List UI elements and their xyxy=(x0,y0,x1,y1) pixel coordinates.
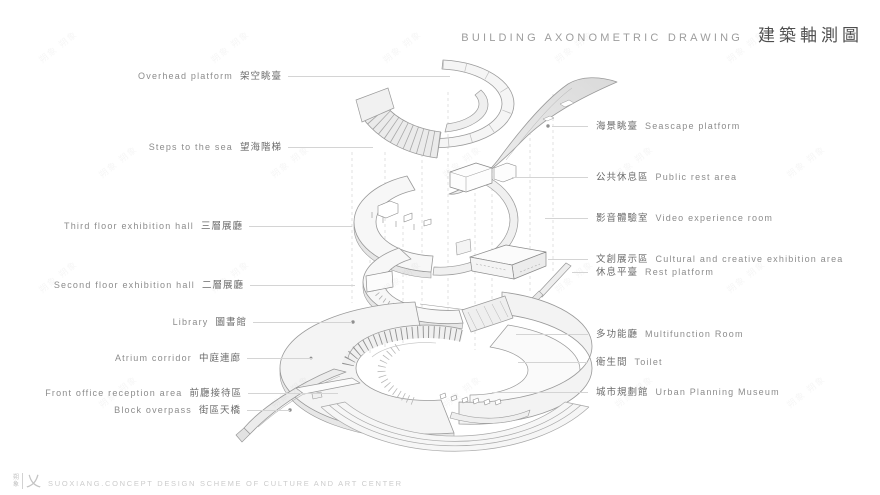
leader-line xyxy=(249,226,352,227)
leader-line xyxy=(250,285,355,286)
leader-line xyxy=(545,218,588,219)
steps-to-the-sea-shape xyxy=(355,87,442,159)
leader-line xyxy=(516,334,588,335)
page-title-en: BUILDING AXONOMETRIC DRAWING xyxy=(461,32,743,44)
leader-line xyxy=(512,177,588,178)
leader-line xyxy=(247,410,290,411)
footer-caption: SUOXIANG.CONCEPT DESIGN SCHEME OF CULTUR… xyxy=(48,479,403,488)
logo-char-top: 朔 xyxy=(13,475,20,481)
leader-line xyxy=(548,259,588,260)
page-title-zh: 建築軸測圖 xyxy=(758,26,863,45)
suoxiang-logo: 朔 象 乂 xyxy=(13,473,41,489)
page-title: BUILDING AXONOMETRIC DRAWING 建築軸測圖 xyxy=(461,21,863,46)
logo-char-bottom: 象 xyxy=(13,482,20,488)
leader-line xyxy=(288,76,450,77)
leader-line xyxy=(253,322,352,323)
leader-line xyxy=(552,126,588,127)
leader-line xyxy=(248,393,338,394)
leader-line xyxy=(288,147,373,148)
leader-line xyxy=(518,362,588,363)
footer: 朔 象 乂 SUOXIANG.CONCEPT DESIGN SCHEME OF … xyxy=(13,473,403,489)
logo-glyph-icon: 乂 xyxy=(26,473,42,490)
leader-line xyxy=(247,358,312,359)
logo-divider xyxy=(22,473,24,489)
ground-level-shape xyxy=(235,291,593,452)
leader-line xyxy=(572,272,588,273)
leader-line xyxy=(492,392,588,393)
